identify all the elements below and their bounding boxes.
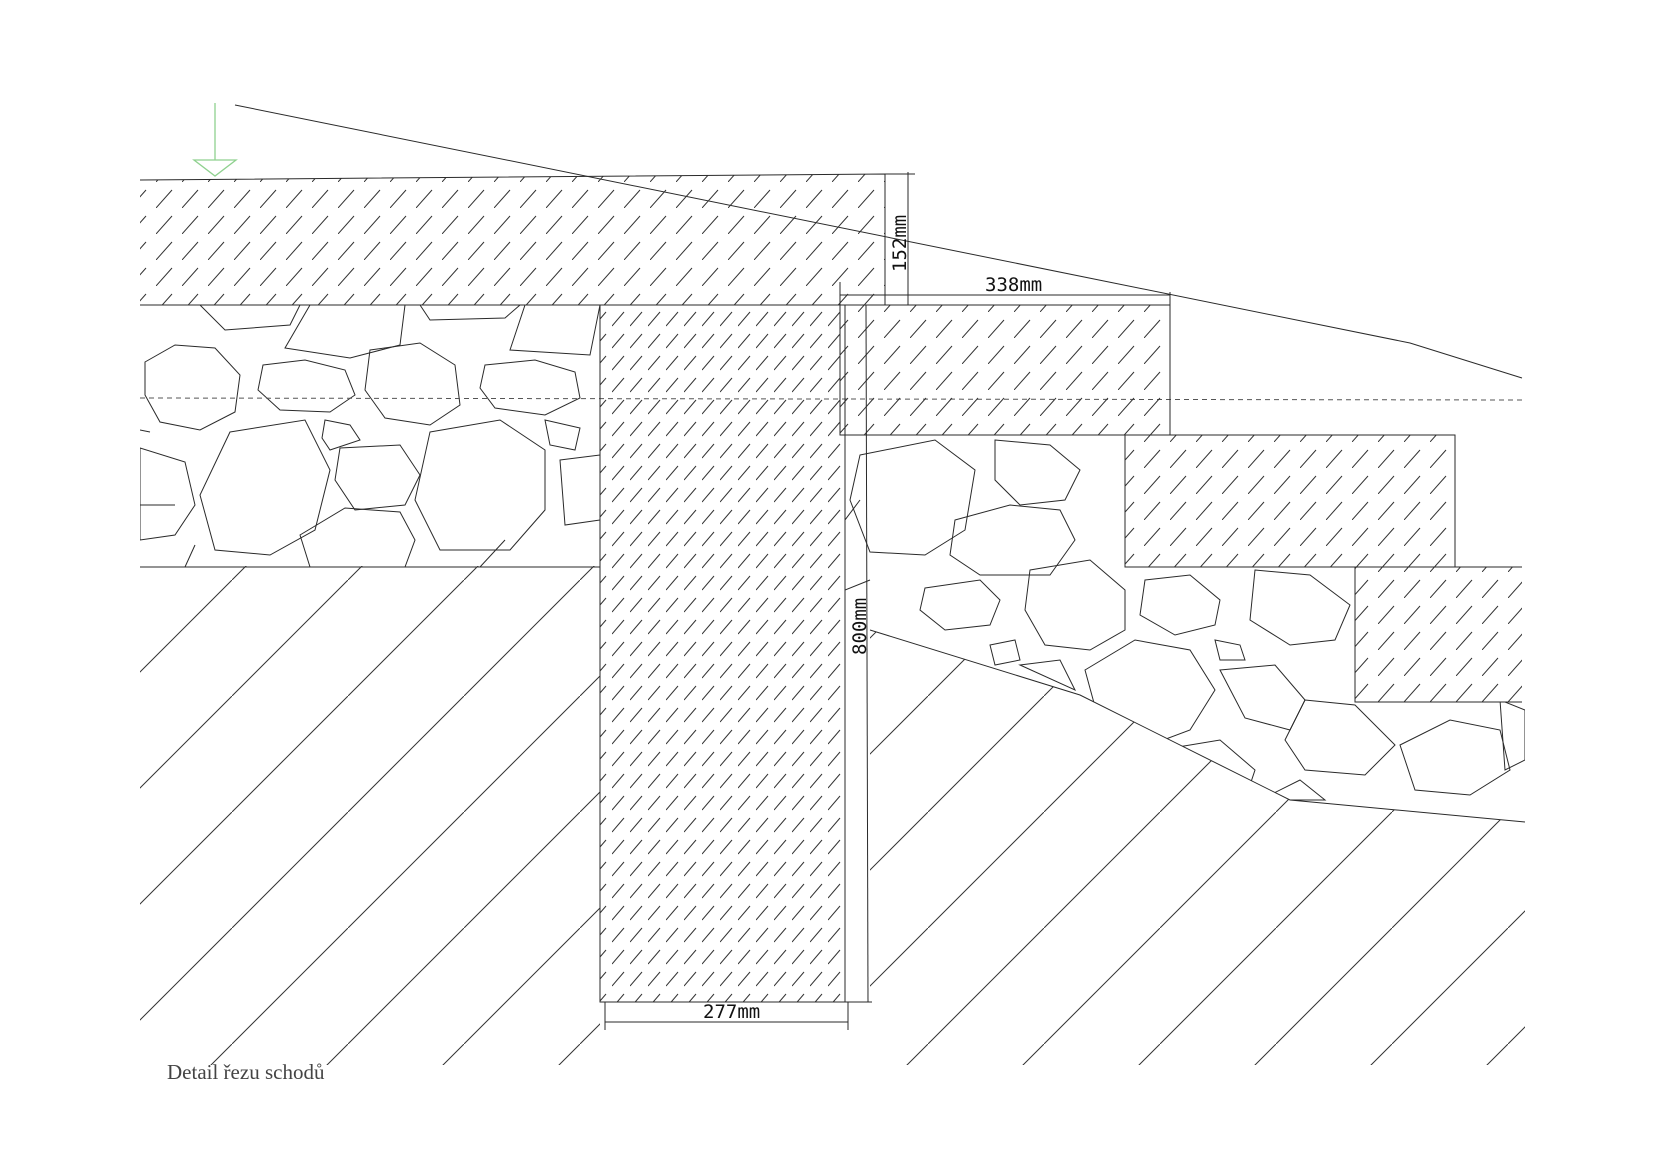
dimension-foundation-width: 277mm (604, 1001, 849, 1030)
drawing-caption: Detail řezu schodů (167, 1060, 325, 1084)
foundation-pier (599, 304, 846, 1003)
landing-slab (139, 173, 886, 306)
dimension-label-foundation-width: 277mm (703, 1001, 760, 1023)
step-2 (1124, 434, 1456, 568)
step-3 (1354, 566, 1522, 703)
gravel-bed-left (140, 305, 600, 567)
gravel-right-bottom (869, 629, 1526, 823)
dimension-label-step-height: 152mm (889, 215, 911, 272)
dimension-foundation-depth: 800mm (845, 304, 872, 1003)
step-1 (839, 304, 1171, 436)
level-marker-icon (192, 103, 238, 177)
dimension-step-height: 152mm (885, 172, 915, 305)
dimension-label-foundation-depth: 800mm (849, 598, 871, 655)
dimension-tread-depth: 338mm (839, 274, 1171, 305)
soil-left (140, 566, 600, 1065)
dimension-label-tread-depth: 338mm (985, 274, 1042, 296)
